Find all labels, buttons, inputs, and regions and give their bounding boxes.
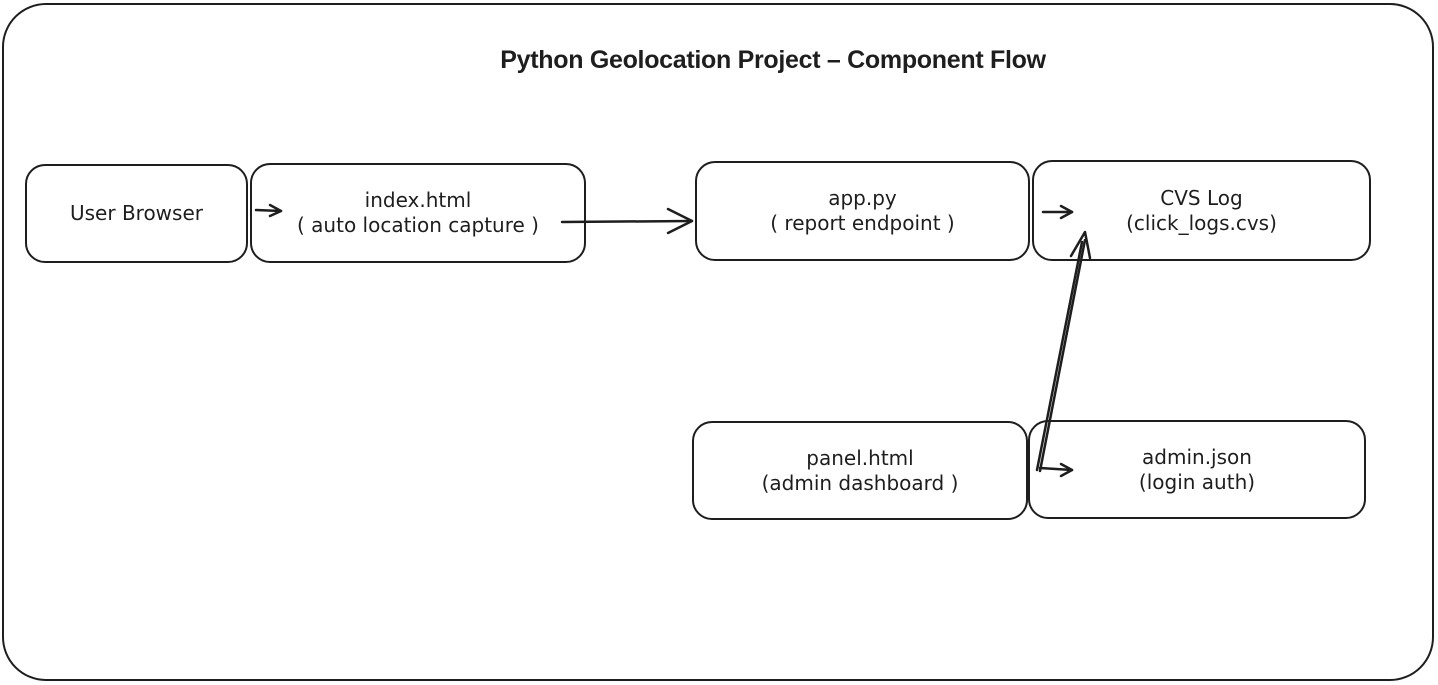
diagram-title: Python Geolocation Project – Component F…	[500, 46, 1046, 74]
node-panel-html[interactable]: panel.html (admin dashboard )	[692, 421, 1028, 520]
node-panel-html-sublabel: (admin dashboard )	[761, 470, 959, 495]
node-app-py[interactable]: app.py ( report endpoint )	[695, 161, 1030, 261]
diagram-frame	[2, 3, 1434, 681]
node-user-browser-label: User Browser	[70, 201, 203, 225]
node-index-html[interactable]: index.html ( auto location capture )	[250, 163, 586, 263]
node-panel-html-label: panel.html	[806, 445, 914, 470]
node-admin-json[interactable]: admin.json (login auth)	[1028, 420, 1366, 519]
node-app-py-sublabel: ( report endpoint )	[770, 211, 955, 235]
node-app-py-label: app.py	[828, 186, 897, 210]
node-admin-json-sublabel: (login auth)	[1138, 469, 1256, 494]
node-user-browser[interactable]: User Browser	[25, 164, 248, 263]
node-index-html-label: index.html	[364, 188, 472, 212]
node-index-html-sublabel: ( auto location capture )	[297, 213, 539, 237]
node-csv-log-label: CVS Log	[1160, 185, 1243, 210]
node-admin-json-label: admin.json	[1142, 444, 1252, 469]
node-csv-log-sublabel: (click_logs.cvs)	[1126, 210, 1277, 235]
node-csv-log[interactable]: CVS Log (click_logs.cvs)	[1032, 160, 1371, 261]
